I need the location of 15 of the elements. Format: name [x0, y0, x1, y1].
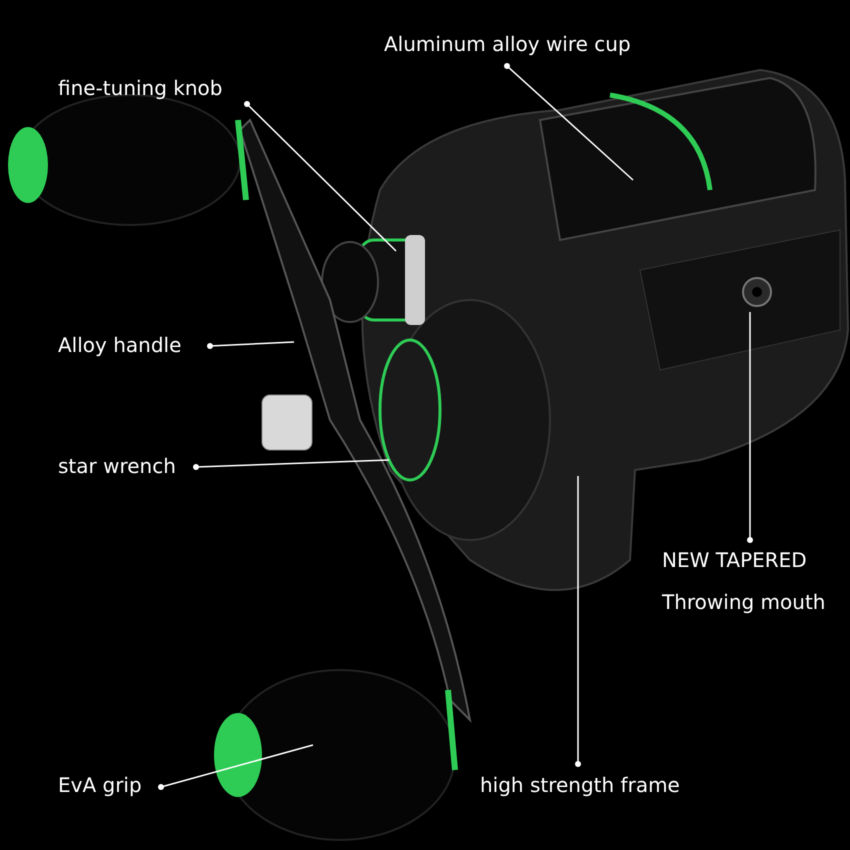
leader-line [575, 476, 581, 767]
callout-label: Alloy handle [58, 333, 182, 357]
callout-label: EvA grip [58, 773, 142, 797]
leader-line [504, 63, 634, 181]
leader-line [747, 312, 753, 543]
callout-label: high strength frame [480, 773, 680, 797]
callout-label: star wrench [58, 454, 176, 478]
callout-label: NEW TAPERED [662, 548, 808, 572]
callout-label: Aluminum alloy wire cup [384, 32, 631, 56]
leader-line [193, 459, 390, 470]
callout-label: fine-tuning knob [58, 76, 222, 100]
callout-label: Throwing mouth [662, 590, 826, 614]
leader-line [244, 101, 397, 252]
leader-line [158, 744, 314, 790]
leader-line [207, 341, 294, 349]
